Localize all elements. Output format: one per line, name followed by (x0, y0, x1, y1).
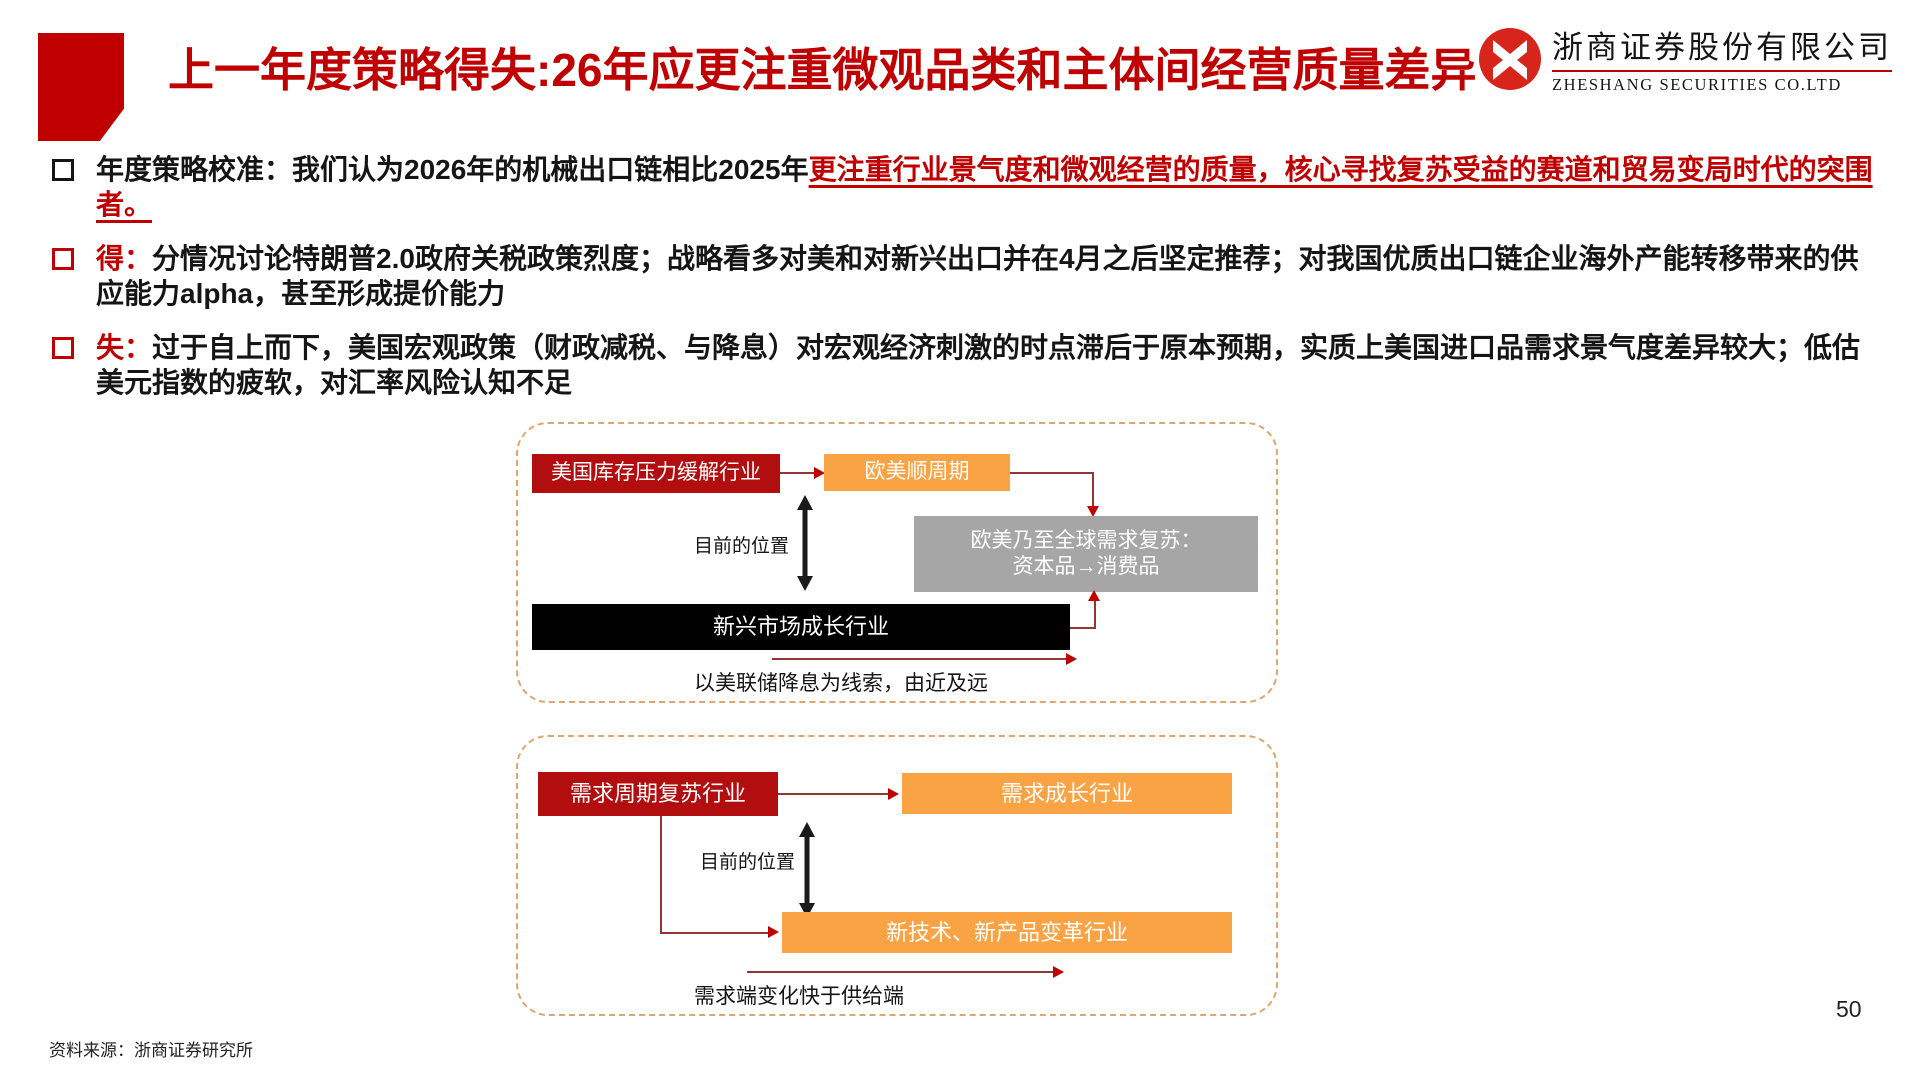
arrow-right-icon (888, 788, 899, 800)
diagram-fed-rate-cut-clue: 美国库存压力缓解行业 欧美顺周期 欧美乃至全球需求复苏： 资本品→消费品 目前的… (516, 422, 1278, 703)
bullet-text: 年度策略校准：我们认为2026年的机械出口链相比2025年更注重行业景气度和微观… (96, 152, 1882, 222)
box-us-inventory-relief: 美国库存压力缓解行业 (532, 454, 780, 493)
checkbox-icon (52, 159, 74, 181)
diagram-caption: 以美联储降息为线索，由近及远 (694, 672, 988, 695)
bullet-losses: 失：过于自上而下，美国宏观政策（财政减税、与降息）对宏观经济刺激的时点滞后于原本… (50, 330, 1882, 400)
zheshang-logo-icon (1479, 27, 1541, 90)
arrow-right-icon (814, 467, 825, 479)
bullet-black-text: 年度策略校准：我们认为2026年的机械出口链相比2025年 (96, 154, 809, 185)
arrow-down-icon (1087, 506, 1099, 517)
connector-elbow (660, 816, 772, 934)
source-note: 资料来源：浙商证券研究所 (49, 1041, 253, 1060)
diagram-caption: 需求端变化快于供给端 (694, 985, 904, 1008)
connector-line (780, 472, 816, 474)
bullet-gains: 得：分情况讨论特朗普2.0政府关税政策烈度；战略看多对美和对新兴出口并在4月之后… (50, 241, 1882, 311)
arrow-right-icon (768, 926, 779, 938)
page-number: 50 (1836, 996, 1862, 1022)
arrow-up-icon (1088, 590, 1100, 601)
box-global-demand-recovery: 欧美乃至全球需求复苏： 资本品→消费品 (914, 516, 1258, 592)
double-arrow-icon (797, 495, 813, 591)
corner-decoration (38, 33, 124, 141)
connector-elbow (1070, 601, 1096, 629)
company-name-cn: 浙商证券股份有限公司 (1552, 22, 1892, 72)
bullet-text: 得：分情况讨论特朗普2.0政府关税政策烈度；战略看多对美和对新兴出口并在4月之后… (96, 241, 1882, 311)
bullet-prefix: 得： (96, 243, 153, 274)
bullet-prefix: 失： (96, 332, 153, 363)
company-name-en: ZHESHANG SECURITIES CO.LTD (1552, 75, 1842, 94)
box-new-tech-new-product: 新技术、新产品变革行业 (782, 912, 1232, 953)
bullet-black-text: 过于自上而下，美国宏观政策（财政减税、与降息）对宏观经济刺激的时点滞后于原本预期… (96, 332, 1861, 398)
connector-elbow (1010, 472, 1094, 510)
bullet-strategy-calibration: 年度策略校准：我们认为2026年的机械出口链相比2025年更注重行业景气度和微观… (50, 152, 1882, 222)
gray-box-line2: 资本品→消费品 (1012, 555, 1160, 578)
checkbox-icon (52, 248, 74, 270)
arrow-right-icon (1066, 653, 1077, 665)
gray-box-line1: 欧美乃至全球需求复苏： (970, 528, 1202, 552)
box-demand-cycle-recovery: 需求周期复苏行业 (538, 772, 778, 816)
company-name: 浙商证券股份有限公司 ZHESHANG SECURITIES CO.LTD (1552, 22, 1892, 95)
bullet-list: 年度策略校准：我们认为2026年的机械出口链相比2025年更注重行业景气度和微观… (50, 152, 1882, 419)
bullet-red-underlined-text: 更注重行业景气度和微观经营的质量，核心寻找复苏受益的赛道和贸易变局时代的突围者。 (96, 154, 1873, 220)
timeline-arrow-line (747, 971, 1055, 973)
box-eu-us-procyclical: 欧美顺周期 (824, 454, 1010, 491)
timeline-arrow-line (772, 658, 1068, 660)
current-position-label: 目前的位置 (694, 536, 790, 557)
diagram-demand-vs-supply: 需求周期复苏行业 需求成长行业 目前的位置 新技术、新产品变革行业 需求端变化快… (516, 735, 1278, 1016)
box-demand-growth: 需求成长行业 (902, 773, 1232, 814)
arrow-right-icon (1053, 966, 1064, 978)
checkbox-icon (52, 337, 74, 359)
bullet-text: 失：过于自上而下，美国宏观政策（财政减税、与降息）对宏观经济刺激的时点滞后于原本… (96, 330, 1882, 400)
double-arrow-icon (799, 822, 815, 918)
box-emerging-market-growth: 新兴市场成长行业 (532, 604, 1070, 650)
bullet-black-text: 分情况讨论特朗普2.0政府关税政策烈度；战略看多对美和对新兴出口并在4月之后坚定… (96, 243, 1859, 309)
current-position-label: 目前的位置 (700, 852, 796, 873)
company-logo: 浙商证券股份有限公司 ZHESHANG SECURITIES CO.LTD (1478, 22, 1892, 95)
connector-line (778, 793, 890, 795)
page-title: 上一年度策略得失:26年应更注重微观品类和主体间经营质量差异 (168, 44, 1477, 96)
